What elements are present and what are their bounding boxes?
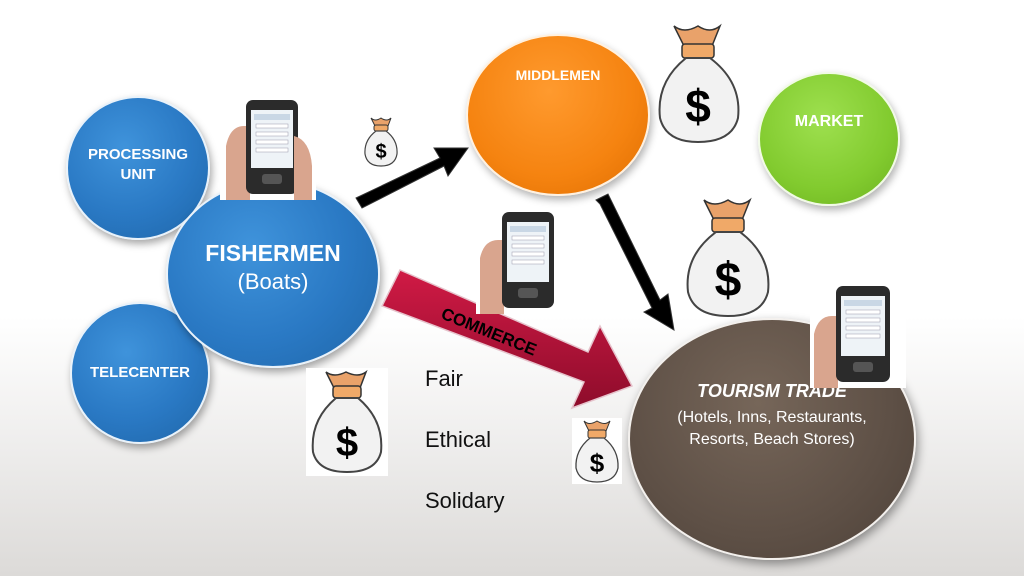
svg-text:$: $ xyxy=(715,254,742,307)
svg-text:$: $ xyxy=(375,141,386,163)
tourism-trade-title: TOURISM TRADE xyxy=(697,381,847,401)
fishermen-title: FISHERMEN xyxy=(205,240,341,266)
value-fair: Fair xyxy=(425,366,463,391)
arrow-fishermen-to-middlemen xyxy=(355,147,469,209)
money-bag-icon: $ xyxy=(686,197,770,318)
fishermen-node: FISHERMEN (Boats) xyxy=(166,180,380,368)
processing-unit-node: PROCESSING UNIT xyxy=(66,96,210,240)
svg-text:$: $ xyxy=(685,80,711,132)
arrow-middlemen-to-tourism xyxy=(595,193,675,331)
money-bag-icon: $ xyxy=(658,23,740,144)
market-label: MARKET xyxy=(794,113,864,130)
processing-unit-label-line-1: PROCESSING xyxy=(87,146,189,163)
money-bag-icon: $ xyxy=(306,368,388,476)
svg-text:$: $ xyxy=(336,421,358,465)
middlemen-label: MIDDLEMEN xyxy=(515,67,601,83)
value-solidary: Solidary xyxy=(425,488,505,513)
money-bag-icon: $ xyxy=(572,418,622,484)
market-node: MARKET xyxy=(758,72,900,206)
telecenter-label: TELECENTER xyxy=(89,364,190,381)
value-ethical: Ethical xyxy=(425,427,492,452)
tourism-trade-detail-line-2: Resorts, Beach Stores) xyxy=(689,431,855,448)
processing-unit-label-line-2: UNIT xyxy=(120,166,156,183)
svg-text:$: $ xyxy=(590,448,605,478)
mobile-phone-icon xyxy=(810,282,906,388)
telecenter-node: TELECENTER xyxy=(70,302,210,444)
mobile-phone-icon xyxy=(476,208,566,314)
money-bag-icon: $ xyxy=(364,117,398,167)
mobile-phone-icon xyxy=(220,96,316,200)
fishermen-subtitle: (Boats) xyxy=(237,269,309,294)
middlemen-node: MIDDLEMEN xyxy=(466,34,650,196)
tourism-trade-detail-line-1: (Hotels, Inns, Restaurants, xyxy=(677,409,867,426)
